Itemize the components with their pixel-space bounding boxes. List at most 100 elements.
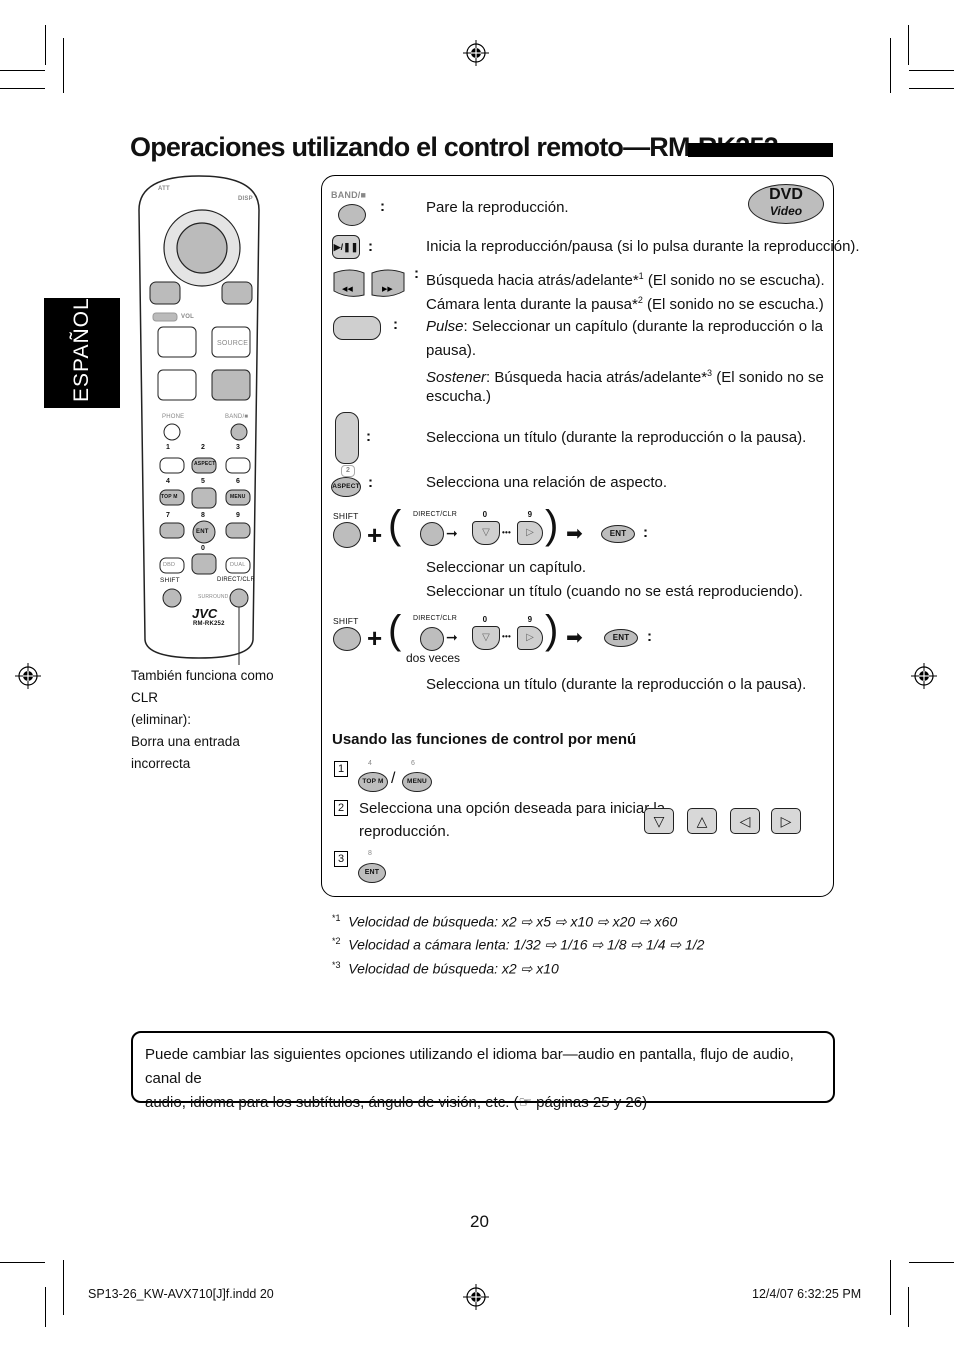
hold-rest: : Búsqueda hacia atrás/adelante*	[486, 369, 708, 386]
footnote-mark: *3	[332, 960, 341, 970]
directclr-note: También funciona como CLR (eliminar): Bo…	[131, 665, 301, 775]
ent-button: ENT	[604, 629, 638, 647]
shift-button	[333, 627, 361, 651]
language-tab-label: ESPAÑOL	[70, 297, 93, 402]
shift-label: SHIFT	[333, 511, 359, 521]
footer-file: SP13-26_KW-AVX710[J]f.indd 20	[88, 1287, 274, 1301]
right-key: ▷	[517, 626, 543, 650]
plus-icon: +	[367, 520, 383, 550]
search-text-b: (El sonido no se escucha).	[643, 272, 825, 289]
band-stop-button	[338, 204, 366, 226]
bracket-close: )	[545, 503, 559, 547]
twice-label: dos veces	[406, 651, 461, 665]
remote-directclr-label: DIRECT/CLR	[217, 577, 256, 583]
svg-text:◀◀: ◀◀	[342, 286, 353, 293]
colon: :	[368, 238, 373, 255]
aspect-text: Selecciona una relación de aspecto.	[426, 474, 667, 491]
key-nine: 9	[527, 615, 533, 624]
remote-topm-label: TOP M	[161, 494, 178, 500]
down-key: ▽	[472, 521, 500, 545]
footnote-text: Velocidad a cámara lenta: 1/32 ⇨ 1/16 ⇨ …	[348, 936, 705, 953]
big-arrow-icon: ➡	[566, 523, 583, 545]
shift-button	[333, 522, 361, 548]
bracket-open: (	[388, 608, 402, 652]
top-menu-button: TOP M	[358, 772, 388, 792]
title-select-text: Selecciona un título (durante la reprodu…	[426, 429, 807, 446]
remote-key-9: 9	[236, 512, 241, 519]
play-text: Inicia la reproducción/pausa (si lo puls…	[426, 238, 860, 255]
footnote-3: *3 Velocidad de búsqueda: x2 ⇨ x10	[332, 960, 559, 978]
key-nine: 9	[527, 510, 533, 519]
remote-key-2: 2	[201, 444, 206, 451]
key-zero: 0	[482, 510, 488, 519]
down-arrow-key: ▽	[644, 808, 674, 834]
step-2-text-a: Selecciona una opción deseada para inici…	[359, 800, 666, 817]
right-key: ▷	[517, 521, 543, 545]
video-logo-text: Video	[769, 204, 803, 218]
slow-text-a: Cámara lenta durante la pausa*	[426, 296, 638, 313]
search-text: Búsqueda hacia atrás/adelante*1 (El soni…	[426, 265, 825, 293]
plus-icon: +	[367, 623, 383, 653]
footer-date: 12/4/07 6:32:25 PM	[752, 1287, 862, 1301]
slow-text-b: (El sonido no se escucha.)	[642, 296, 824, 313]
remote-model-label: RM-RK252	[193, 621, 225, 627]
footnote-mark: *1	[332, 913, 341, 923]
footnote-2: *2 Velocidad a cámara lenta: 1/32 ⇨ 1/16…	[332, 936, 704, 954]
aspect-button: ASPECT	[331, 477, 361, 497]
search-buttons-icon: ◀◀ ▶▶	[333, 269, 405, 297]
pulse-text: Pulse: Seleccionar un capítulo (durante …	[426, 315, 823, 339]
crop-mark	[0, 70, 45, 71]
remote-shift-label: SHIFT	[160, 577, 180, 584]
registration-mark-icon	[15, 663, 41, 689]
step-2-number: 2	[334, 800, 348, 816]
footnote-1: *1 Velocidad de búsqueda: x2 ⇨ x5 ⇨ x10 …	[332, 913, 677, 931]
dvd-logo-text: DVD	[769, 186, 803, 203]
footnote-mark: *2	[332, 936, 341, 946]
pulse-em: Pulse	[426, 318, 464, 335]
crop-mark	[909, 88, 954, 89]
footnote-text: Velocidad de búsqueda: x2 ⇨ x5 ⇨ x10 ⇨ x…	[348, 913, 678, 930]
bracket-close: )	[545, 608, 559, 652]
remote-vol-label: VOL	[181, 314, 194, 320]
info-text: Puede cambiar las siguientes opciones ut…	[145, 1043, 825, 1115]
aspect-key-number: 2	[341, 465, 355, 477]
remote-surround-label: SURROUND	[198, 594, 229, 600]
play-pause-button: ▶/❚❚	[332, 235, 360, 259]
dots: •••	[502, 632, 512, 641]
crop-mark	[45, 1287, 46, 1327]
footnote-ref: 1	[638, 271, 644, 281]
step1-key-4: 4	[368, 760, 373, 767]
big-arrow-icon: ➡	[566, 627, 583, 649]
crop-mark	[0, 88, 45, 89]
note-line: Borra una entrada incorrecta	[131, 734, 240, 771]
dvd-video-logo: DVD Video	[748, 184, 824, 224]
crop-mark	[890, 1260, 891, 1315]
key-zero: 0	[482, 615, 488, 624]
remote-control-illustration	[138, 175, 260, 665]
chapter-select-text: Seleccionar un capítulo.	[426, 559, 587, 576]
stop-text: Pare la reproducción.	[426, 199, 569, 216]
remote-ent-label: ENT	[196, 529, 209, 535]
remote-brand-logo: JVC	[192, 606, 218, 621]
hold-rest-b: (El sonido no se	[712, 369, 824, 386]
note-line: (eliminar):	[131, 712, 192, 727]
direct-button	[420, 522, 444, 546]
info-box: Puede cambiar las siguientes opciones ut…	[131, 1031, 835, 1111]
pulse-text-2: pausa).	[426, 342, 477, 359]
remote-key-5: 5	[201, 478, 206, 485]
colon: :	[647, 628, 652, 645]
step3-key-8: 8	[368, 850, 373, 857]
slash: /	[391, 770, 396, 787]
remote-disp-label: DISP	[238, 196, 253, 202]
pulse-rest: : Seleccionar un capítulo (durante la re…	[463, 318, 823, 335]
direct-button	[420, 627, 444, 651]
registration-mark-icon	[463, 40, 489, 66]
colon: :	[368, 474, 373, 491]
right-arrow-key: ▷	[771, 808, 801, 834]
title-select-text-2: Selecciona un título (durante la reprodu…	[426, 676, 807, 693]
registration-mark-icon	[911, 663, 937, 689]
title-select-stop-text: Seleccionar un título (cuando no se está…	[426, 583, 803, 600]
dots: •••	[502, 528, 512, 537]
info-line-2: audio, idioma para los subtítulos, ángul…	[145, 1094, 648, 1111]
title-rocker-button	[335, 412, 359, 464]
